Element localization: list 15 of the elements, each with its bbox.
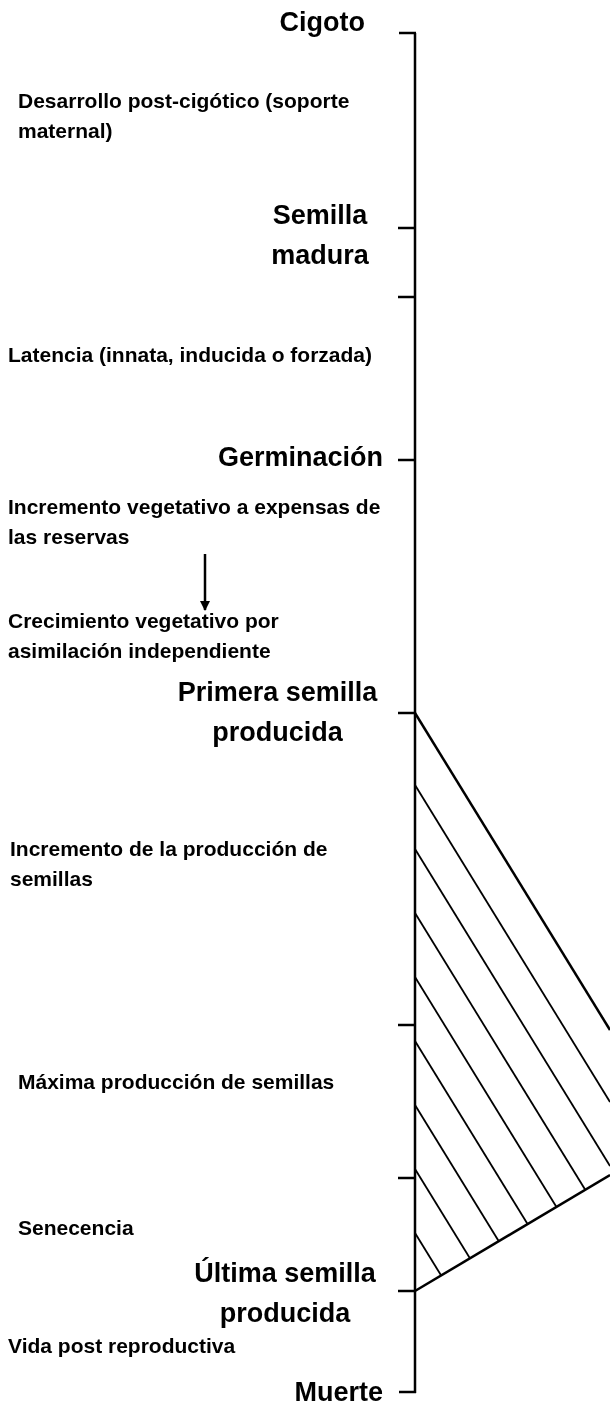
stage-label: Vida post reproductiva	[8, 1333, 237, 1359]
stage-label: Incremento de la producción de semillas	[10, 836, 329, 892]
milestone-label: Primera semilla producida	[176, 676, 379, 749]
milestone-label: Muerte	[293, 1376, 383, 1409]
arrow	[200, 554, 210, 611]
milestone-label: Última semilla producida	[193, 1256, 377, 1330]
stage-label: Latencia (innata, inducida o forzada)	[8, 342, 374, 368]
milestone-label: Germinación	[216, 441, 383, 474]
stage-label: Máxima producción de semillas	[18, 1069, 336, 1095]
milestone-label: Cigoto	[278, 6, 365, 39]
stage-label: Desarrollo post-cigótico (soporte maternal)	[18, 88, 351, 144]
stage-label: Senecencia	[18, 1215, 135, 1241]
milestone-label: Semilla madura	[270, 199, 370, 272]
stage-label: Crecimiento vegetativo por asimilación independiente	[8, 606, 398, 666]
stage-label: Incremento vegetativo a expensas de las reservas	[8, 492, 398, 552]
